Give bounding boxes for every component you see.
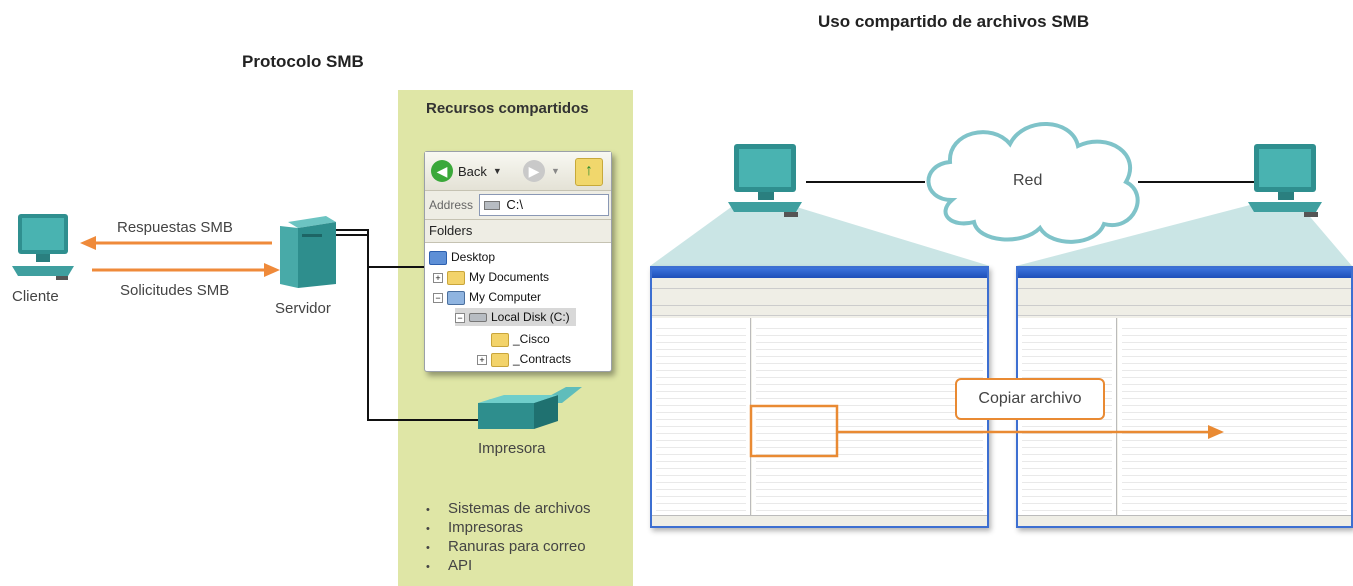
list-item: API <box>426 557 591 576</box>
file-rows <box>1122 322 1347 512</box>
tree-item-label: _Contracts <box>513 352 572 366</box>
window-toolbar <box>1018 289 1351 306</box>
tree-item-my-computer[interactable]: − My Computer <box>433 288 541 306</box>
network-label: Red <box>1013 172 1043 189</box>
tree-item-label: _Cisco <box>513 332 550 346</box>
up-folder-icon[interactable]: ↑ <box>575 158 603 186</box>
back-label: Back <box>458 163 487 179</box>
tree-item-label: My Documents <box>469 270 550 284</box>
requests-label: Solicitudes SMB <box>120 282 230 299</box>
tree-item-cisco[interactable]: _Cisco <box>491 330 550 348</box>
window-addressbar <box>652 306 987 316</box>
folder-icon <box>491 332 509 347</box>
network-cloud-icon <box>926 122 1140 244</box>
explorer-toolbar: ◀ Back ▼ ▶ ▼ ↑ <box>425 152 611 191</box>
responses-label: Respuestas SMB <box>117 219 233 236</box>
chevron-down-icon: ▼ <box>492 166 502 176</box>
folder-tree: Desktop +My Documents −My Computer −Loca… <box>425 244 611 370</box>
window-toolbar <box>652 289 987 306</box>
file-rows <box>756 322 983 512</box>
source-explorer-window <box>650 266 989 528</box>
documents-folder-icon <box>447 270 465 285</box>
back-button[interactable]: ◀ Back ▼ <box>431 159 502 183</box>
left-computer-icon <box>728 144 802 217</box>
window-statusbar <box>1018 515 1351 526</box>
forward-chevron-icon[interactable]: ▼ <box>551 166 560 176</box>
expand-icon[interactable]: + <box>433 272 443 283</box>
folder-icon <box>491 352 509 367</box>
tree-item-contracts[interactable]: + _Contracts <box>477 350 571 368</box>
window-statusbar <box>652 515 987 526</box>
shared-resources-title: Recursos compartidos <box>426 100 589 117</box>
tree-item-local-disk[interactable]: − Local Disk (C:) <box>455 308 576 326</box>
client-label: Cliente <box>12 288 59 305</box>
tree-item-desktop[interactable]: Desktop <box>429 248 495 266</box>
window-menubar <box>1018 278 1351 289</box>
copy-file-callout: Copiar archivo <box>955 378 1105 420</box>
window-titlebar <box>652 268 987 278</box>
client-computer-icon <box>12 214 74 280</box>
server-icon <box>280 216 336 288</box>
window-file-pane <box>1118 318 1351 516</box>
address-bar: Address C:\ <box>425 191 611 220</box>
collapse-icon[interactable]: − <box>433 292 443 303</box>
tree-item-my-documents[interactable]: + My Documents <box>433 268 549 286</box>
folder-rows <box>656 322 746 512</box>
address-value: C:\ <box>506 197 523 212</box>
desktop-icon <box>429 250 447 265</box>
file-explorer-window: ◀ Back ▼ ▶ ▼ ↑ Address C:\ Folders Deskt… <box>424 151 612 372</box>
list-item: Impresoras <box>426 519 591 538</box>
tree-item-label: My Computer <box>469 290 542 304</box>
window-addressbar <box>1018 306 1351 316</box>
window-menubar <box>652 278 987 289</box>
server-label: Servidor <box>275 300 331 317</box>
drive-icon <box>484 201 500 210</box>
window-file-pane <box>752 318 987 516</box>
shared-resources-list: Sistemas de archivos Impresoras Ranuras … <box>426 500 591 576</box>
folders-header: Folders <box>425 220 611 243</box>
address-label: Address <box>429 198 474 212</box>
forward-arrow-icon[interactable]: ▶ <box>523 160 545 182</box>
list-item: Sistemas de archivos <box>426 500 591 519</box>
list-item: Ranuras para correo <box>426 538 591 557</box>
collapse-icon[interactable]: − <box>455 312 465 323</box>
tree-item-label: Local Disk (C:) <box>491 310 570 324</box>
printer-label: Impresora <box>478 440 546 457</box>
window-folder-pane <box>652 318 751 516</box>
left-title: Protocolo SMB <box>242 52 364 71</box>
right-title: Uso compartido de archivos SMB <box>818 12 1090 31</box>
tree-item-label: Desktop <box>451 250 496 264</box>
printer-icon <box>478 387 582 429</box>
window-titlebar <box>1018 268 1351 278</box>
back-arrow-icon: ◀ <box>431 160 453 182</box>
computer-icon <box>447 290 465 305</box>
drive-icon <box>469 313 487 323</box>
right-computer-icon <box>1248 144 1322 217</box>
address-input[interactable]: C:\ <box>479 194 609 216</box>
expand-icon[interactable]: + <box>477 354 487 365</box>
